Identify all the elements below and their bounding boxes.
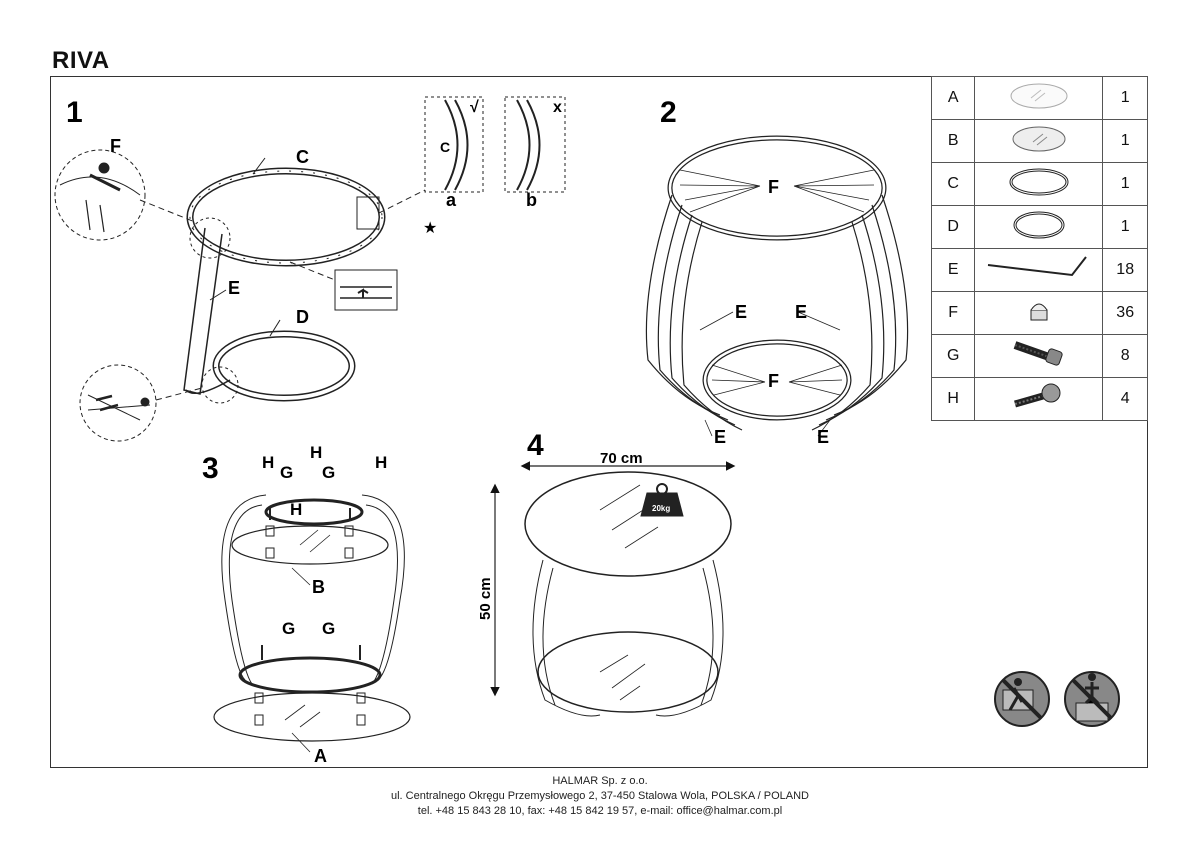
part-letter: G (930, 334, 976, 378)
step1-diagram (54, 96, 566, 442)
large-glass-disc-icon (1007, 83, 1071, 115)
part-quantity: 1 (1102, 162, 1148, 206)
step3-label-a: A (314, 746, 327, 766)
bolt-icon (1009, 340, 1069, 373)
parts-row: F 36 (930, 291, 1148, 335)
wire-rod-icon (984, 255, 1094, 287)
part-letter: C (930, 162, 976, 206)
step-number-4: 4 (527, 429, 544, 462)
step1-label-c: C (296, 147, 309, 167)
part-quantity: 1 (1102, 119, 1148, 163)
instruction-frame (50, 76, 1148, 768)
document-title: RIVA (52, 47, 110, 74)
part-letter: H (930, 377, 976, 421)
no-standing-icon (1064, 671, 1120, 727)
no-climbing-icon (994, 671, 1050, 727)
step2-label-f-top: F (768, 177, 779, 197)
step3-label-g1: G (280, 463, 293, 482)
step1-label-e: E (228, 278, 240, 298)
part-letter: E (930, 248, 976, 292)
part-quantity: 1 (1102, 205, 1148, 249)
small-glass-disc-icon (1007, 126, 1071, 158)
step2-label-e2: E (795, 302, 807, 322)
parts-row: E 18 (930, 248, 1148, 292)
part-quantity: 18 (1102, 248, 1148, 292)
step2-diagram (645, 135, 909, 437)
step3-diagram (213, 494, 411, 753)
step3-label-h3: H (375, 453, 387, 472)
footer-address: ul. Centralnego Okręgu Przemysłowego 2, … (390, 790, 809, 802)
step2-label-f-bottom: F (768, 371, 779, 391)
step-number-1: 1 (66, 96, 83, 129)
step2-label-e4: E (817, 427, 829, 447)
footer-contact: tel. +48 15 843 28 10, fax: +48 15 842 1… (417, 805, 783, 817)
part-quantity: 8 (1102, 334, 1148, 378)
star-icon: ★ (423, 220, 437, 237)
part-quantity: 4 (1102, 377, 1148, 421)
part-letter: B (930, 119, 976, 163)
incorrect-mark: x (553, 99, 562, 116)
inset-label-a: a (446, 190, 457, 210)
dimension-width: 70 cm (600, 450, 643, 467)
step3-label-g2: G (322, 463, 335, 482)
small-ring-icon (1007, 211, 1071, 244)
dimension-height: 50 cm (477, 577, 494, 620)
step3-label-h1: H (262, 453, 274, 472)
step1-label-d: D (296, 307, 309, 327)
step3-label-b: B (312, 577, 325, 597)
footer-company: HALMAR Sp. z o.o. (552, 775, 648, 787)
cap-nut-icon (1019, 303, 1059, 330)
part-quantity: 1 (1102, 76, 1148, 120)
part-letter: D (930, 205, 976, 249)
step3-label-g3: G (282, 619, 295, 638)
step-number-2: 2 (660, 96, 677, 129)
large-ring-icon (1007, 168, 1071, 201)
step3-label-h4: H (290, 500, 302, 519)
step2-label-e3: E (714, 427, 726, 447)
inset-label-b: b (526, 190, 537, 210)
part-letter: A (930, 76, 976, 120)
step1-label-f: F (110, 136, 121, 156)
step3-label-h2: H (310, 443, 322, 462)
screw-icon (1009, 383, 1069, 416)
correct-mark: √ (470, 99, 479, 116)
inset-label-c: C (440, 139, 450, 155)
part-letter: F (930, 291, 976, 335)
step-number-3: 3 (202, 452, 219, 485)
step2-label-e1: E (735, 302, 747, 322)
step4-diagram (490, 461, 736, 717)
part-quantity: 36 (1102, 291, 1148, 335)
weight-limit-label: 20kg (652, 504, 670, 513)
step3-label-g4: G (322, 619, 335, 638)
